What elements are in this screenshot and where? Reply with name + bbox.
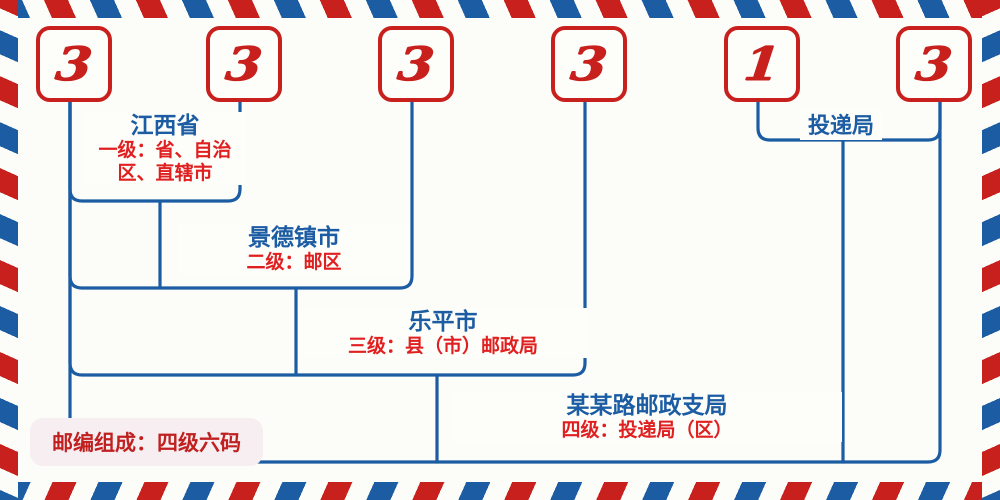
level-2-desc: 二级：邮区 <box>246 251 342 274</box>
bracket-level-2 <box>68 94 414 290</box>
level-3-desc: 三级：县（市）邮政局 <box>347 335 538 358</box>
level-1-title: 江西省 <box>130 113 200 138</box>
delivery-office-text: 投递局 <box>808 113 875 138</box>
digit-box-5[interactable]: 1 <box>724 26 800 102</box>
footnote-text: 邮编组成：四级六码 <box>52 431 241 455</box>
digit-glyph-1: 3 <box>53 37 95 91</box>
label-level-4: 某某路邮政支局 四级：投递局（区） <box>452 392 842 443</box>
digit-glyph-4: 3 <box>568 37 610 91</box>
label-level-2: 景德镇市 二级：邮区 <box>178 224 410 275</box>
bracket-level-3 <box>68 94 587 377</box>
label-delivery-office: 投递局 <box>800 108 883 140</box>
level-1-desc: 一级：省、自治区、直辖市 <box>98 139 232 185</box>
level-2-title: 景德镇市 <box>248 225 340 250</box>
level-3-title: 乐平市 <box>408 309 478 334</box>
digit-box-3[interactable]: 3 <box>378 26 454 102</box>
footnote-badge: 邮编组成：四级六码 <box>30 418 263 466</box>
digit-glyph-2: 3 <box>223 37 265 91</box>
label-level-3: 乐平市 三级：县（市）邮政局 <box>298 308 588 359</box>
digit-glyph-3: 3 <box>395 37 437 91</box>
digit-box-2[interactable]: 3 <box>206 26 282 102</box>
digit-box-6[interactable]: 3 <box>896 26 972 102</box>
label-level-1: 江西省 一级：省、自治区、直辖市 <box>84 112 246 186</box>
bracket-delivery-office <box>756 94 942 142</box>
level-4-desc: 四级：投递局（区） <box>561 419 733 442</box>
digit-box-4[interactable]: 3 <box>551 26 627 102</box>
digit-glyph-6: 3 <box>913 37 955 91</box>
level-4-title: 某某路邮政支局 <box>566 393 728 418</box>
digit-box-1[interactable]: 3 <box>36 26 112 102</box>
digit-glyph-5: 1 <box>741 37 783 91</box>
bracket-level-1 <box>68 94 242 203</box>
